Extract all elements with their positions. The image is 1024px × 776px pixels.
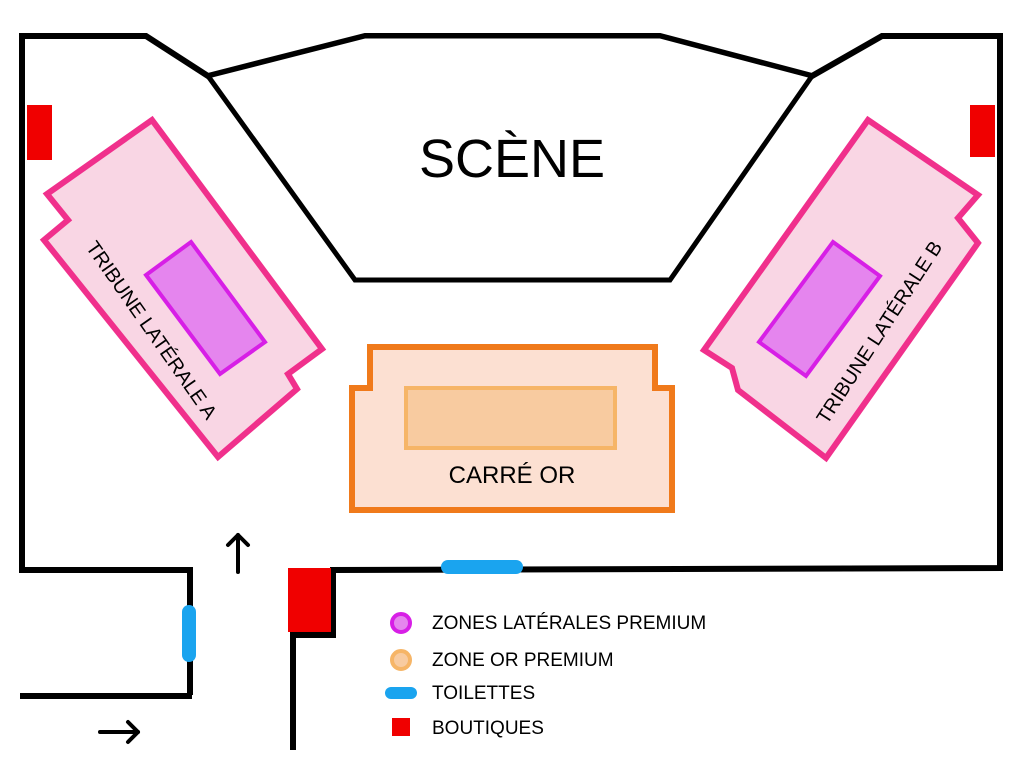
stage-label: SCÈNE — [419, 129, 605, 189]
tribune-b-premium-zone[interactable] — [756, 239, 883, 379]
legend-label: ZONES LATÉRALES PREMIUM — [432, 613, 706, 634]
legend-item-zone-or: ZONE OR PREMIUM — [390, 649, 614, 671]
legend-label: TOILETTES — [432, 683, 535, 704]
arrow-up-icon — [226, 533, 250, 574]
legend-label: ZONE OR PREMIUM — [432, 650, 614, 671]
tribune-a-premium-zone[interactable] — [143, 239, 268, 377]
blue-pill-icon — [385, 687, 417, 699]
legend: ZONES LATÉRALES PREMIUM ZONE OR PREMIUM … — [385, 612, 706, 739]
red-square-icon — [392, 718, 410, 736]
legend-item-toilettes: TOILETTES — [385, 683, 535, 704]
carre-or[interactable]: CARRÉ OR — [349, 344, 675, 513]
carre-or-label: CARRÉ OR — [449, 462, 576, 489]
boutique-top-right[interactable] — [970, 105, 995, 157]
orange-circle-icon — [390, 649, 412, 671]
legend-label: BOUTIQUES — [432, 718, 544, 739]
arrow-right-icon — [98, 720, 140, 744]
boutique-entrance[interactable] — [288, 568, 331, 632]
purple-circle-icon — [390, 612, 412, 634]
stage — [203, 33, 817, 283]
legend-item-zones-laterales: ZONES LATÉRALES PREMIUM — [390, 612, 706, 634]
boutique-top-left[interactable] — [27, 105, 52, 160]
carre-or-premium-zone[interactable] — [404, 386, 617, 450]
legend-item-boutiques: BOUTIQUES — [392, 718, 544, 739]
tribune-laterale-a[interactable]: TRIBUNE LATÉRALE A — [39, 115, 327, 462]
